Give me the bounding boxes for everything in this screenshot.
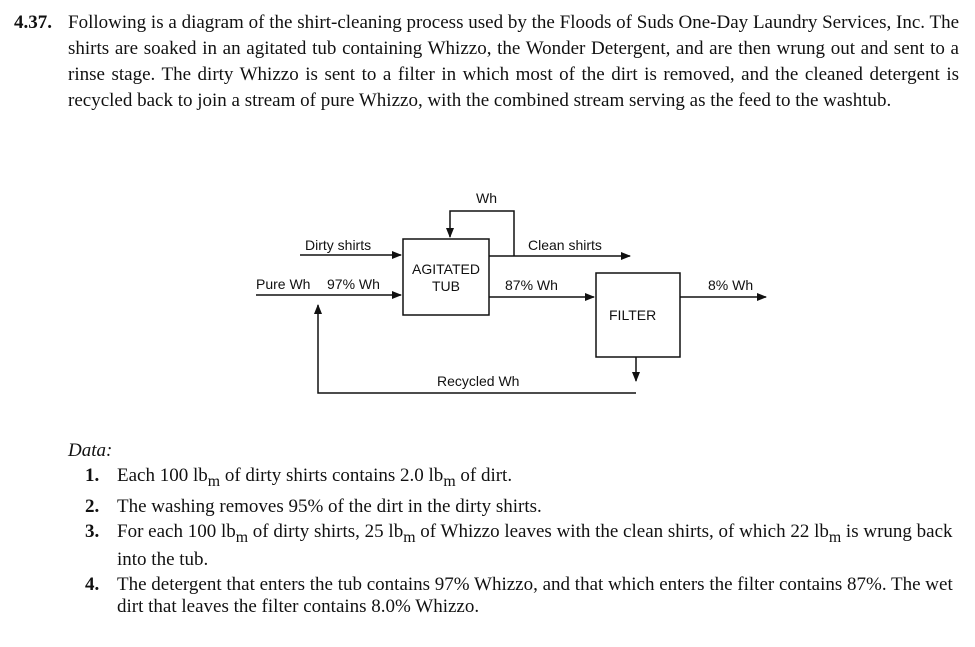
data-item-number: 2. xyxy=(85,495,100,517)
unit-subscript: m xyxy=(828,528,842,546)
data-heading: Data: xyxy=(68,440,113,461)
data-item-text: of dirty shirts, 25 lb xyxy=(248,520,404,542)
data-item-text: The detergent that enters the tub contai… xyxy=(117,573,953,617)
data-item-2: 2. The washing removes 95% of the dirt i… xyxy=(85,496,955,518)
recycled-wh-stream xyxy=(314,304,636,394)
wh-8-label: 8% Wh xyxy=(708,277,754,293)
data-item-text: Each 100 lb xyxy=(117,465,208,486)
unit-subscript: m xyxy=(207,472,221,490)
dirty-shirts-label: Dirty shirts xyxy=(305,237,372,253)
agitated-tub-label: AGITATED TUB xyxy=(403,261,489,295)
clean-shirts-label: Clean shirts xyxy=(528,237,602,253)
data-item-text: is wrung back into the tub. xyxy=(117,520,953,570)
data-item-text: For each 100 lb xyxy=(117,520,236,542)
data-item-number: 4. xyxy=(85,573,100,595)
unit-subscript: m xyxy=(235,528,249,546)
data-item-3: 3. For each 100 lbm of dirty shirts, 25 … xyxy=(85,521,955,571)
pure-wh-label: Pure Wh xyxy=(256,276,311,292)
wh-recycle-loop-line xyxy=(446,210,515,256)
problem-statement: 4.37. Following is a diagram of the shir… xyxy=(14,10,959,114)
problem-number: 4.37. xyxy=(14,12,52,33)
data-item-text: of dirt. xyxy=(455,465,513,486)
data-item-4: 4. The detergent that enters the tub con… xyxy=(85,574,955,618)
data-item-number: 3. xyxy=(85,520,100,542)
agitated-tub-box xyxy=(402,238,490,316)
agitated-tub-line1: AGITATED xyxy=(412,261,480,277)
data-item-text: of Whizzo leaves with the clean shirts, … xyxy=(415,520,829,542)
filter-label: FILTER xyxy=(609,307,657,323)
filter-box xyxy=(595,272,681,358)
data-item-number: 1. xyxy=(85,465,100,486)
problem-text: Following is a diagram of the shirt-clea… xyxy=(68,12,959,111)
agitated-tub-line2: TUB xyxy=(432,278,460,294)
unit-subscript: m xyxy=(403,528,416,546)
wh-top-label: Wh xyxy=(476,190,497,206)
unit-subscript: m xyxy=(443,472,456,490)
wh-97-label: 97% Wh xyxy=(327,276,380,292)
data-item-text: The washing removes 95% of the dirt in t… xyxy=(117,495,542,517)
data-list: 1. Each 100 lbm of dirty shirts contains… xyxy=(85,465,955,621)
data-item-1: 1. Each 100 lbm of dirty shirts contains… xyxy=(85,465,955,493)
recycled-wh-label: Recycled Wh xyxy=(437,373,520,389)
wh-87-label: 87% Wh xyxy=(505,277,558,293)
data-item-text: of dirty shirts contains 2.0 lb xyxy=(220,465,444,486)
